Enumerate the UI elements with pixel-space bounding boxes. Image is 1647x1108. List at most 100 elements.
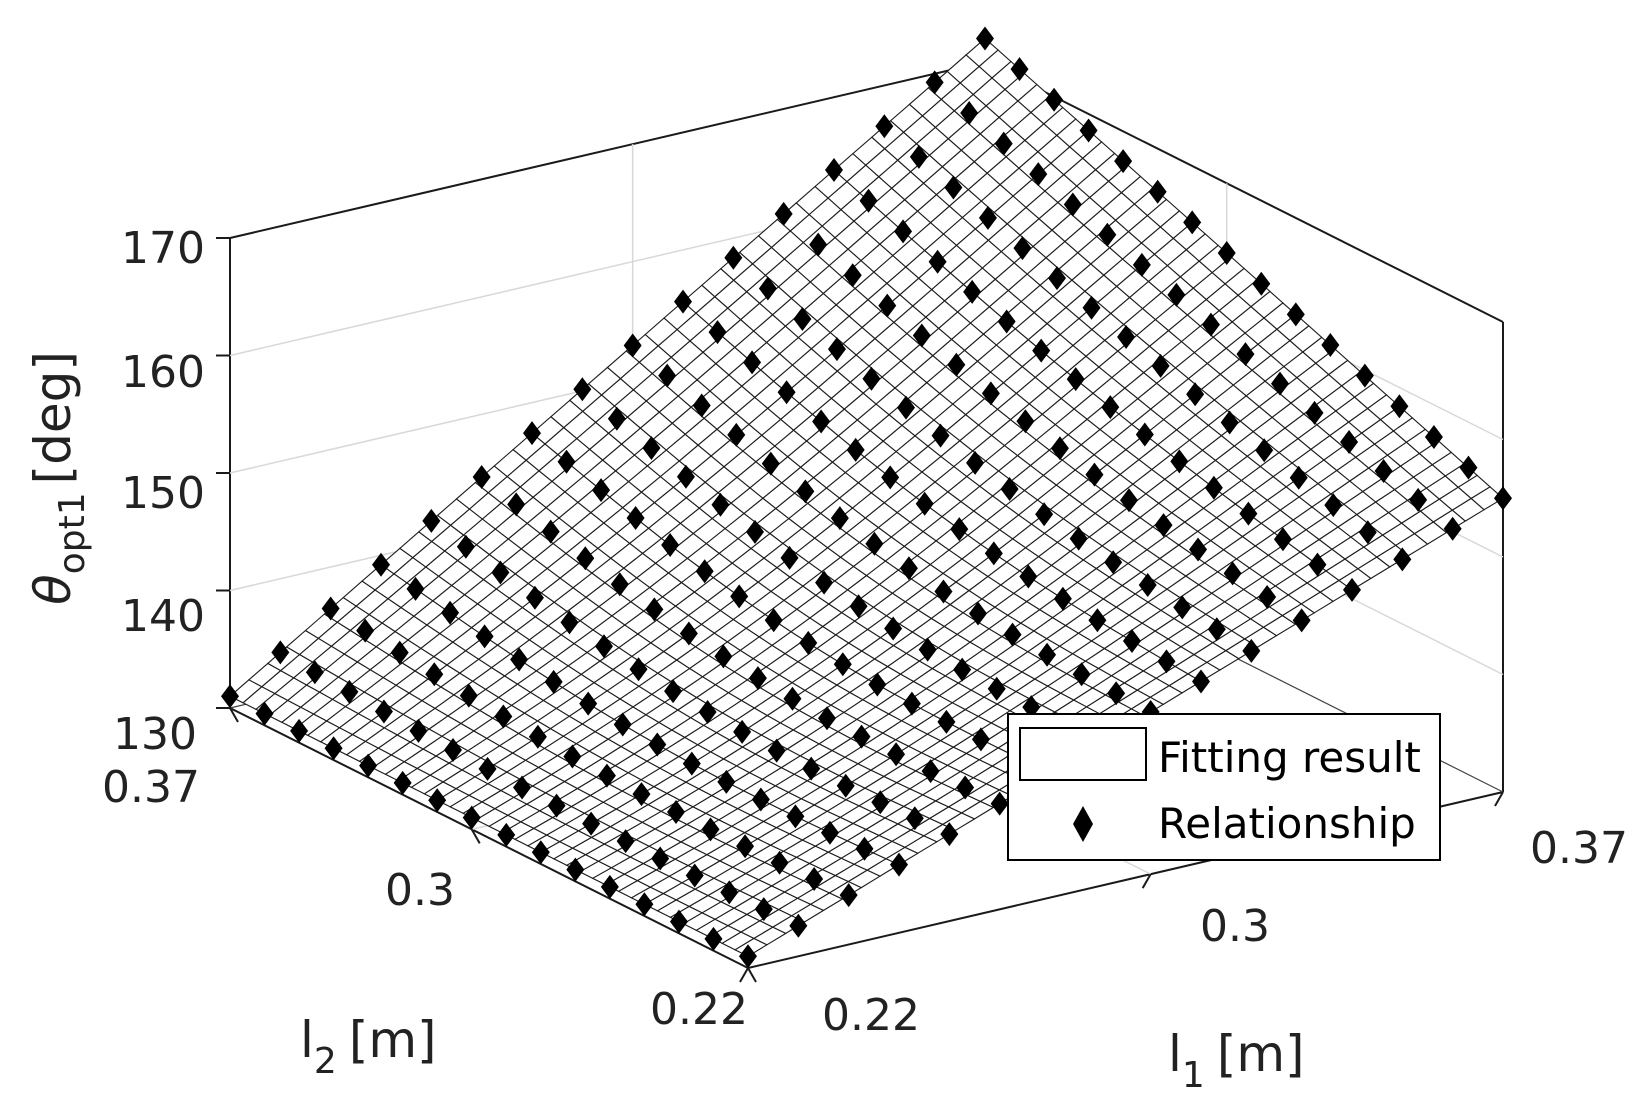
- diamond-marker-icon: [255, 701, 274, 726]
- tick-mark: [1494, 791, 1504, 807]
- diamond-marker-icon: [422, 508, 441, 533]
- diamond-marker-icon: [701, 817, 720, 842]
- diamond-marker-icon: [409, 718, 428, 743]
- diamond-marker-icon: [786, 804, 805, 829]
- diamond-marker-icon: [736, 834, 755, 859]
- diamond-marker-icon: [849, 594, 868, 619]
- diamond-marker-icon: [868, 672, 887, 697]
- tick-mark: [747, 967, 757, 983]
- diamond-marker-icon: [836, 773, 855, 798]
- diamond-marker-icon: [764, 608, 783, 633]
- diamond-marker-icon: [1324, 493, 1343, 518]
- diamond-marker-icon: [1117, 324, 1136, 349]
- diamond-marker-icon: [221, 684, 239, 709]
- diamond-marker-icon: [997, 309, 1016, 334]
- diamond-marker-icon: [1207, 617, 1226, 642]
- diamond-marker-icon: [523, 421, 541, 446]
- z-tick-label: 170: [121, 223, 205, 274]
- diamond-marker-icon: [963, 279, 982, 304]
- diamond-marker-icon: [494, 704, 513, 729]
- tick-mark: [1141, 873, 1152, 889]
- legend-surface-swatch: [1019, 727, 1147, 781]
- diamond-marker-icon: [595, 634, 613, 659]
- diamond-marker-icon: [1132, 252, 1151, 277]
- diamond-marker-icon: [830, 506, 849, 531]
- diamond-marker-icon: [1082, 295, 1101, 320]
- diamond-marker-icon: [695, 559, 714, 584]
- diamond-marker-icon: [566, 857, 585, 882]
- diamond-marker-icon: [966, 450, 985, 475]
- diamond-marker-icon: [1201, 312, 1220, 337]
- diamond-marker-icon: [971, 727, 990, 752]
- diamond-marker-icon: [390, 640, 409, 665]
- diamond-marker-icon: [921, 759, 940, 784]
- diamond-marker-icon: [582, 811, 601, 836]
- diamond-marker-icon: [610, 572, 629, 597]
- diamond-marker-icon: [1271, 371, 1289, 396]
- diamond-marker-icon: [777, 380, 796, 405]
- diamond-marker-icon: [1223, 561, 1242, 586]
- diamond-marker-icon: [1305, 400, 1324, 425]
- diamond-marker-icon: [1321, 333, 1340, 357]
- diamond-marker-icon: [1072, 662, 1091, 687]
- tick-mark: [229, 707, 239, 723]
- diamond-marker-icon: [374, 699, 393, 724]
- diamond-marker-icon: [1255, 438, 1274, 463]
- diamond-marker-icon: [711, 492, 730, 517]
- diamond-marker-icon: [981, 381, 1000, 406]
- diamond-marker-icon: [1183, 210, 1202, 235]
- diamond-marker-icon: [547, 793, 566, 818]
- diamond-marker-icon: [1104, 550, 1123, 575]
- diamond-marker-icon: [356, 618, 375, 643]
- diamond-marker-icon: [720, 880, 739, 905]
- diamond-marker-icon: [809, 232, 828, 257]
- diamond-marker-icon: [1173, 595, 1192, 620]
- diamond-marker-icon: [658, 363, 677, 388]
- diamond-marker-icon: [1242, 638, 1261, 663]
- y-tick-label: 0.37: [102, 762, 200, 813]
- x-tick-label: 0.37: [1530, 823, 1628, 874]
- y-axis-title: l2[m]: [300, 1011, 437, 1082]
- diamond-marker-icon: [541, 519, 560, 544]
- diamond-marker-icon: [557, 449, 576, 474]
- diamond-marker-icon: [990, 791, 1009, 816]
- diamond-marker-icon: [733, 719, 752, 744]
- diamond-marker-icon: [751, 787, 770, 812]
- diamond-marker-icon: [491, 560, 510, 585]
- diamond-marker-icon: [940, 822, 959, 847]
- diamond-marker-icon: [1239, 501, 1258, 526]
- diamond-marker-icon: [855, 836, 874, 861]
- tick-mark: [739, 967, 749, 983]
- diamond-marker-icon: [827, 337, 846, 362]
- diamond-marker-icon: [899, 556, 918, 581]
- diamond-marker-icon: [340, 679, 359, 704]
- diamond-marker-icon: [406, 576, 425, 601]
- diamond-marker-icon: [629, 657, 648, 682]
- diamond-marker-icon: [843, 263, 862, 288]
- diamond-marker-icon: [802, 756, 821, 781]
- diamond-marker-icon: [513, 775, 532, 800]
- diamond-marker-icon: [372, 552, 390, 577]
- diamond-marker-icon: [704, 926, 723, 951]
- diamond-marker-icon: [905, 806, 924, 831]
- diamond-marker-icon: [818, 706, 836, 731]
- diamond-marker-icon: [931, 423, 950, 448]
- diamond-marker-icon: [812, 409, 831, 434]
- diamond-marker-icon: [1289, 465, 1308, 490]
- diamond-marker-icon: [1186, 382, 1205, 407]
- diamond-marker-icon: [475, 624, 494, 649]
- diamond-marker-icon: [805, 867, 824, 892]
- diamond-marker-icon: [525, 585, 544, 610]
- tick-mark: [470, 828, 481, 844]
- diamond-marker-icon: [462, 805, 481, 830]
- diamond-marker-icon: [1088, 608, 1107, 633]
- diamond-marker-icon: [754, 897, 773, 922]
- diamond-marker-icon: [1003, 622, 1022, 647]
- diamond-marker-icon: [994, 131, 1013, 156]
- diamond-marker-icon: [928, 249, 947, 274]
- diamond-marker-icon: [1122, 628, 1141, 653]
- diamond-marker-icon: [881, 465, 900, 490]
- diamond-marker-icon: [444, 738, 462, 763]
- diamond-marker-icon: [1032, 338, 1051, 363]
